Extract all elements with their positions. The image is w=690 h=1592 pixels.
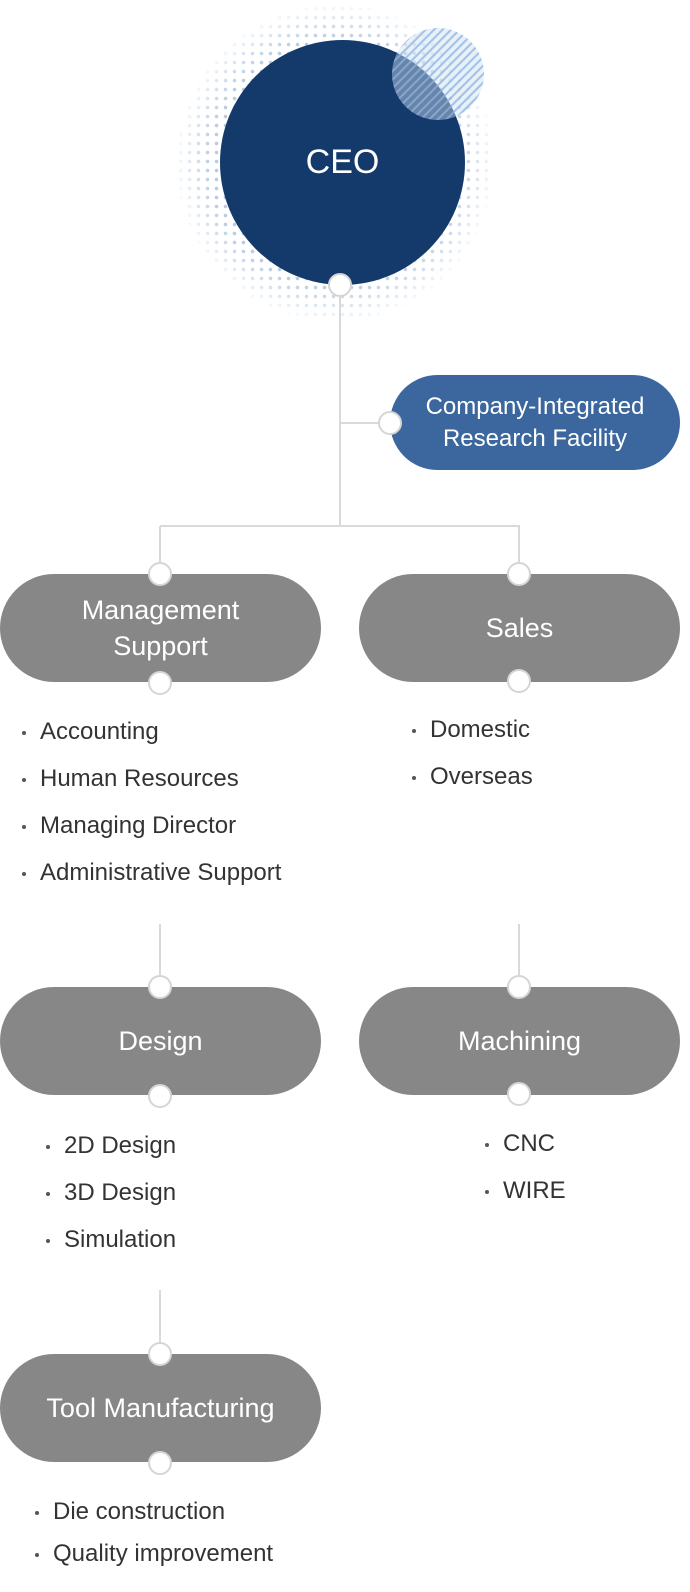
list-item: Quality improvement xyxy=(35,1539,273,1586)
management-items-list: Accounting Human Resources Managing Dire… xyxy=(22,717,281,905)
connector-dot xyxy=(507,562,531,586)
list-item: Overseas xyxy=(412,762,533,809)
list-item: 2D Design xyxy=(46,1131,176,1178)
machining-items-list: CNC WIRE xyxy=(485,1129,566,1223)
ceo-hatch-decoration xyxy=(392,28,484,120)
design-node: Design xyxy=(0,987,321,1095)
list-item: Domestic xyxy=(412,715,533,762)
design-items-list: 2D Design 3D Design Simulation xyxy=(46,1131,176,1272)
connector-machining xyxy=(518,924,520,986)
list-item: 3D Design xyxy=(46,1178,176,1225)
list-item: Simulation xyxy=(46,1225,176,1272)
management-label-line2: Support xyxy=(113,631,208,661)
connector-dot xyxy=(507,669,531,693)
machining-node: Machining xyxy=(359,987,680,1095)
tool-label: Tool Manufacturing xyxy=(46,1393,275,1423)
connector-tool xyxy=(159,1290,161,1353)
design-label: Design xyxy=(118,1026,203,1056)
ceo-label: CEO xyxy=(305,143,380,181)
connector-horizontal xyxy=(160,525,520,527)
connector-dot xyxy=(378,411,402,435)
connector-design xyxy=(159,924,161,986)
machining-label: Machining xyxy=(457,1026,582,1056)
connector-dot xyxy=(148,975,172,999)
list-item: WIRE xyxy=(485,1176,566,1223)
connector-dot xyxy=(148,1451,172,1475)
connector-dot xyxy=(148,1084,172,1108)
research-label-line1: Company-Integrated xyxy=(425,392,645,420)
connector-sales xyxy=(518,526,520,574)
research-facility-node: Company-Integrated Research Facility xyxy=(390,375,680,470)
sales-items-list: Domestic Overseas xyxy=(412,715,533,809)
connector-dot xyxy=(328,273,352,297)
connector-dot xyxy=(148,671,172,695)
management-support-node: Management Support xyxy=(0,574,321,682)
list-item: Human Resources xyxy=(22,764,281,811)
research-label-line2: Research Facility xyxy=(442,424,628,452)
list-item: Accounting xyxy=(22,717,281,764)
connector-management xyxy=(159,526,161,574)
sales-node: Sales xyxy=(359,574,680,682)
connector-research xyxy=(340,422,390,424)
connector-dot xyxy=(148,562,172,586)
list-item: Managing Director xyxy=(22,811,281,858)
sales-label: Sales xyxy=(485,613,554,643)
list-item: CNC xyxy=(485,1129,566,1176)
management-label-line1: Management xyxy=(81,595,240,625)
list-item: Administrative Support xyxy=(22,858,281,905)
connector-dot xyxy=(507,1082,531,1106)
tool-items-list: Die construction Quality improvement xyxy=(35,1497,273,1586)
connector-dot xyxy=(507,975,531,999)
connector-dot xyxy=(148,1342,172,1366)
connector-ceo-trunk xyxy=(339,285,341,526)
list-item: Die construction xyxy=(35,1497,273,1539)
tool-manufacturing-node: Tool Manufacturing xyxy=(0,1354,321,1462)
